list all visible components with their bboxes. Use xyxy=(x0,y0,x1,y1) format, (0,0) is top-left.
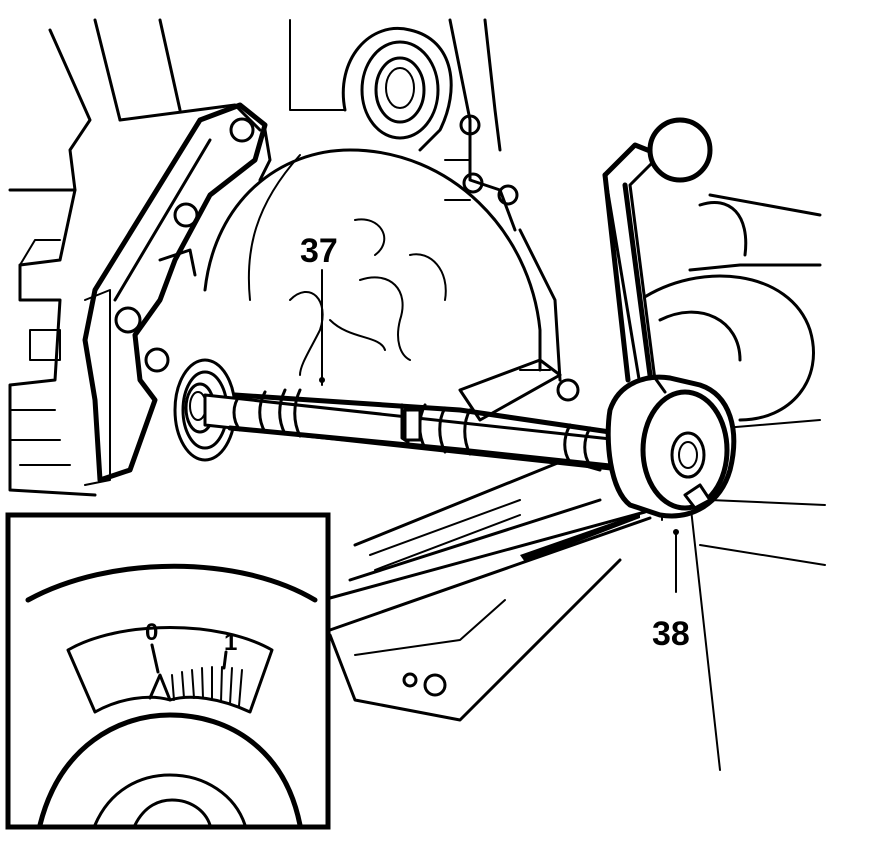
inset-detail: 0 1 xyxy=(5,512,331,830)
scale-label-0: 0 xyxy=(145,619,158,646)
shaft-tool xyxy=(203,388,622,472)
callout-leaders xyxy=(319,269,679,632)
front-flange xyxy=(82,102,272,483)
scale-ticks xyxy=(150,643,243,707)
callout-37: 37 xyxy=(300,232,338,270)
scale-label-1: 1 xyxy=(224,629,237,656)
gauge-lever xyxy=(602,117,737,519)
engine-block xyxy=(8,18,826,771)
callout-38: 38 xyxy=(652,615,690,653)
